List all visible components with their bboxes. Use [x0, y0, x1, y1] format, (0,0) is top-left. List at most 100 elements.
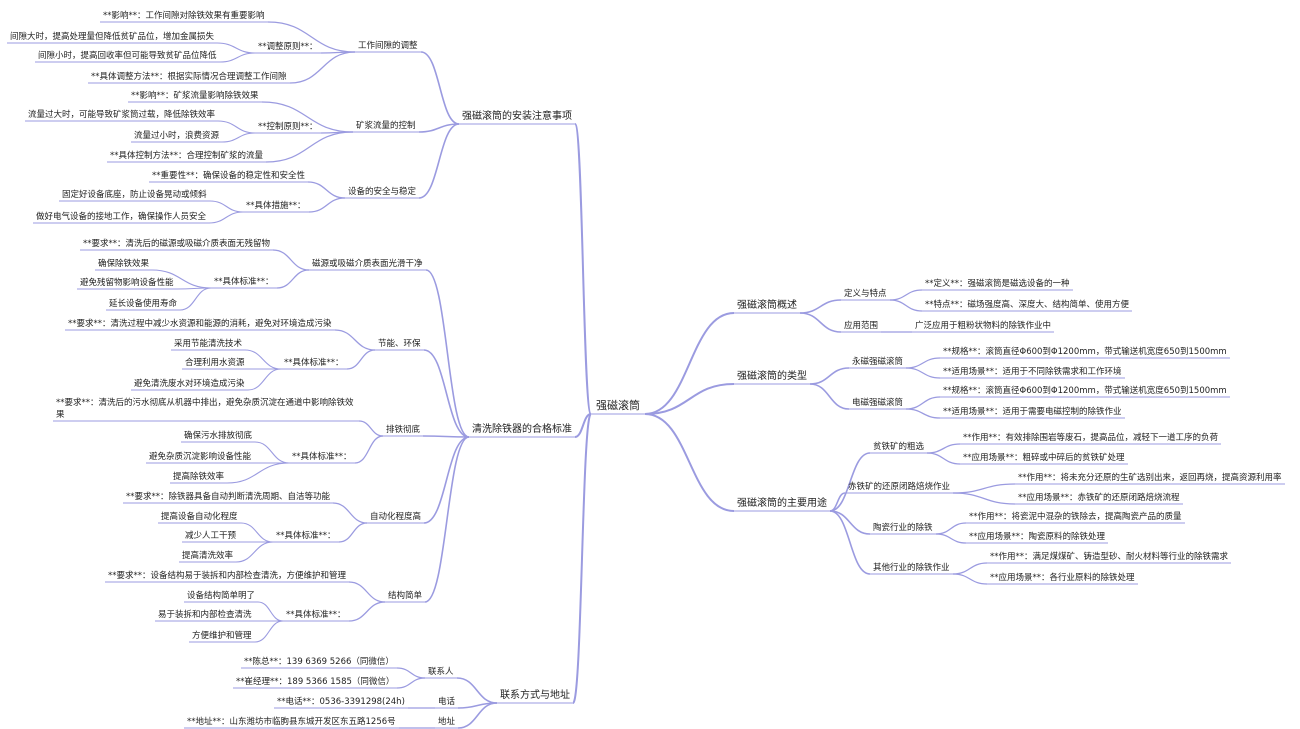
connector-line [418, 123, 460, 133]
connector-line [799, 312, 842, 333]
connector-line [889, 299, 923, 312]
leaf-node: **适用场景**：适用于需要电磁控制的除铁作业 [943, 407, 1122, 417]
leaf-node: 提高除铁效率 [173, 472, 225, 482]
leaf-node: 易于装拆和内部检查清洗 [158, 610, 252, 620]
subtopic-node: 工作间隙的调整 [358, 41, 418, 51]
subtopic-node: 其他行业的除铁作业 [873, 563, 950, 573]
leaf-node: **作用**：将瓷泥中混杂的铁除去，提高陶瓷产品的质量 [969, 512, 1182, 522]
connector-line [247, 368, 282, 391]
leaf-node: 固定好设备底座，防止设备晃动或倾斜 [62, 190, 207, 200]
leaf-node: 确保除铁效果 [98, 259, 150, 269]
connector-line [219, 52, 256, 63]
connector-line [334, 329, 376, 351]
connector-line [358, 420, 384, 437]
connector-line [276, 269, 310, 289]
leaf-node: 方便维护和管理 [192, 631, 252, 641]
leaf-node: **崔经理**：189 5366 1585（同微信） [236, 677, 395, 687]
connector-line [226, 462, 290, 484]
leaf-node: **应用场景**：赤铁矿的还原闭路焙烧流程 [1018, 493, 1180, 503]
subtopic-node: 矿浆流量的控制 [356, 121, 416, 131]
leaf-node: **要求**：清洗后的磁源或吸磁介质表面无残留物 [83, 239, 271, 249]
connector-line [289, 51, 356, 84]
leaf-node: **地址**：山东潍坊市临朐县东城开发区东五路1256号 [187, 717, 396, 727]
connector-line [272, 249, 310, 271]
subtopic-node: 节能、环保 [378, 339, 421, 349]
connector-line [221, 132, 256, 143]
leaf-node: 广泛应用于粗粉状物料的除铁作业中 [915, 321, 1052, 331]
connector-line [354, 435, 384, 464]
subtopic-node: **具体标准**： [292, 452, 352, 462]
subtopic-node: 陶瓷行业的除铁 [873, 523, 933, 533]
leaf-node: 避免残留物影响设备性能 [80, 278, 174, 288]
leaf-node: **要求**：设备结构易于装拆和内部检查清洗，方便维护和管理 [108, 571, 347, 581]
leaf-node: **要求**：清洗后的污水彻底从机器中排出，避免杂质沉淀在通道中影响除铁效果 [56, 398, 354, 420]
leaf-node: **具体控制方法**：合理控制矿浆的流量 [110, 151, 264, 161]
subtopic-node: 联系人 [428, 667, 454, 677]
subtopic-node: 电磁强磁滚筒 [852, 398, 904, 408]
connector-line [644, 413, 735, 512]
connector-line [644, 383, 735, 415]
leaf-node: **应用场景**：粗碎或中碎后的贫铁矿处理 [963, 453, 1125, 463]
connector-line [952, 573, 988, 585]
connector-line [425, 269, 470, 438]
subtopic-node: **具体标准**： [284, 358, 344, 368]
leaf-node: 设备结构简单明了 [187, 591, 256, 601]
root-topic: 强磁滚筒 [596, 399, 640, 412]
subtopic-node: 电话 [438, 697, 456, 707]
connector-line [457, 702, 498, 729]
subtopic-node: **具体标准**： [214, 277, 274, 287]
leaf-node: **影响**：矿浆流量影响除铁效果 [131, 91, 259, 101]
connector-line [338, 522, 368, 543]
connector-line [809, 383, 850, 410]
subtopic-node: 赤铁矿的还原闭路焙烧作业 [848, 482, 951, 492]
leaf-node: **特点**：磁场强度高、深度大、结构简单、使用方便 [925, 300, 1130, 310]
connector-line [235, 541, 274, 563]
connector-line [926, 452, 961, 465]
connector-line [208, 211, 244, 224]
connector-line [348, 601, 386, 622]
leaf-node: **适用场景**：适用于不同除铁需求和工作环境 [943, 367, 1122, 377]
leaf-node: **影响**：工作间隙对除铁效果有重要影响 [103, 11, 265, 21]
leaf-node: 提高清洗效率 [182, 551, 234, 561]
connector-line [265, 131, 354, 163]
connector-line [261, 101, 354, 133]
leaf-node: 间隙小时，提高回收率但可能导致贫矿品位降低 [38, 51, 217, 61]
leaf-node: **应用场景**：各行业原料的除铁处理 [990, 573, 1135, 583]
leaf-node: **规格**：滚筒直径Φ600到Φ1200mm，带式输送机宽度650到1500m… [943, 386, 1227, 396]
subtopic-node: 磁源或吸磁介质表面光滑干净 [312, 259, 423, 269]
leaf-node: **应用场景**：陶瓷原料的除铁处理 [969, 532, 1106, 542]
leaf-node: 间隙大时，提高处理量但降低贫矿品位，增加金属损失 [10, 32, 215, 42]
connector-line [308, 197, 346, 213]
connector-line [456, 677, 498, 704]
branch-topic: 强磁滚筒的类型 [737, 371, 807, 382]
branch-topic: 强磁滚筒的主要用途 [737, 498, 827, 509]
subtopic-node: **具体措施**： [246, 201, 306, 211]
leaf-node: **要求**：清洗过程中减少水资源和能源的消耗，避免对环境造成污染 [68, 319, 332, 329]
leaf-node: **作用**：将未充分还原的生矿选别出来，返回再烧，提高资源利用率 [1018, 473, 1282, 483]
connector-line [332, 502, 368, 524]
connector-line [574, 123, 592, 415]
connector-line [254, 620, 284, 643]
subtopic-node: **具体标准**： [286, 610, 346, 620]
connector-line [424, 436, 470, 603]
leaf-node: 流量过小时，浪费资源 [134, 131, 220, 141]
leaf-node: **陈总**：139 6369 5266（同微信） [244, 657, 394, 667]
connector-line [267, 21, 356, 53]
connector-line [574, 413, 592, 438]
subtopic-node: 设备的安全与稳定 [348, 187, 417, 197]
leaf-node: **定义**：强磁滚筒是磁选设备的一种 [925, 279, 1070, 289]
connector-line [346, 349, 376, 370]
connector-line [307, 181, 346, 199]
connector-line [644, 312, 735, 415]
connector-line [829, 510, 871, 575]
branch-topic: 强磁滚筒的安装注意事项 [462, 111, 572, 122]
subtopic-node: 结构简单 [388, 591, 423, 601]
subtopic-node: 应用范围 [844, 321, 879, 331]
subtopic-node: **控制原则**： [258, 122, 318, 132]
leaf-node: **电话**：0536-3391298(24h) [277, 697, 405, 707]
leaf-node: **具体调整方法**：根据实际情况合理调整工作间隙 [91, 72, 287, 82]
subtopic-node: 自动化程度高 [370, 512, 422, 522]
subtopic-node: 排铁彻底 [386, 425, 421, 435]
